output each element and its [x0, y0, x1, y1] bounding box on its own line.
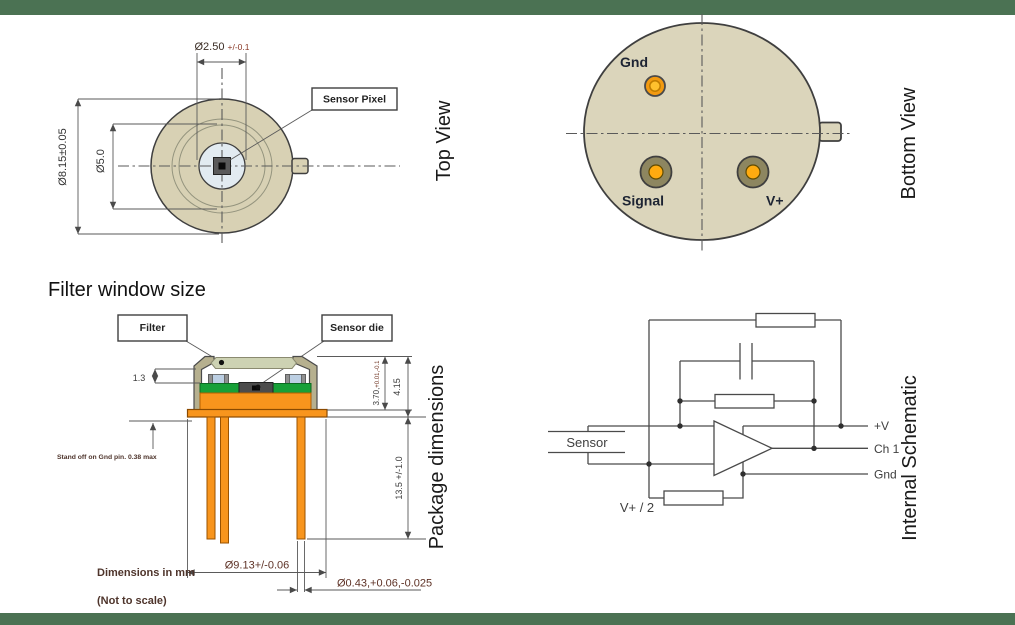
- header-block: [199, 392, 312, 410]
- junction-dot: [646, 461, 652, 467]
- component-cap: [301, 374, 306, 385]
- sensor-pixel-callout-box: [311, 87, 398, 111]
- filter-callout-label: Filter: [140, 322, 166, 334]
- top-green-bar: [0, 0, 1015, 15]
- flange: [186, 408, 328, 418]
- package-dimensions-title: Package dimensions: [426, 365, 448, 550]
- sensor-element-label: Sensor: [566, 435, 608, 450]
- sensor-die-callout-box: [321, 314, 393, 342]
- package-dimensions-drawing: Filter window size Filter Sensor die: [48, 279, 448, 607]
- internal-schematic-title: Internal Schematic: [899, 375, 921, 541]
- dim-inner-label: Ø5.0: [95, 149, 107, 173]
- lead-pin-3: [296, 416, 306, 540]
- component-cap: [285, 374, 290, 385]
- resistor-feedback: [714, 393, 775, 409]
- leader-line: [229, 109, 313, 161]
- vplus-terminal-label: +V: [874, 419, 889, 433]
- lead-pin-1: [206, 416, 216, 540]
- ch1-terminal-label: Ch 1: [874, 442, 900, 456]
- junction-dot: [677, 398, 683, 404]
- lead-pin-2: [220, 416, 229, 544]
- sensor-pixel-callout-label: Sensor Pixel: [323, 94, 386, 106]
- filter-window-size-heading: Filter window size: [48, 279, 206, 301]
- component-cap: [208, 374, 213, 385]
- gnd-pin-label: Gnd: [620, 54, 648, 70]
- dim-13-5-label: 13.5 +/-1.0: [394, 456, 404, 499]
- bottom-view-drawing: Gnd Signal V+ Bottom View: [566, 14, 920, 253]
- dim-flange-label: Ø9.13+/-0.06: [225, 560, 290, 572]
- dim-pin-dia-label: Ø0.43,+0.06,-0.025: [337, 578, 432, 590]
- junction-dot: [740, 471, 746, 477]
- filter-callout-box: [117, 314, 188, 342]
- resistor-top: [755, 312, 816, 328]
- internal-schematic-drawing: Sensor V+ / 2 +V Ch 1 Gnd Internal Schem…: [548, 312, 921, 541]
- sensor-pixel-square: [218, 162, 226, 170]
- opamp-triangle: [713, 419, 774, 477]
- filter-plate: [210, 357, 298, 369]
- units-note: Dimensions in mm: [97, 567, 195, 579]
- dim-4-15-label: 4.15: [392, 378, 402, 396]
- leader-dot: [218, 359, 225, 366]
- dim-1-3-label: 1.3: [133, 373, 146, 383]
- bottom-view-title: Bottom View: [898, 87, 920, 199]
- component-cap: [224, 374, 229, 385]
- dim-outer-label: Ø8.15±0.05: [57, 128, 69, 185]
- signal-pin-label: Signal: [622, 193, 664, 209]
- signal-pin: [648, 164, 664, 180]
- top-view-drawing: Ø2.50 +/-0.1 Ø8.15±0.05 Ø5.0 Sensor Pixe…: [57, 41, 455, 245]
- dim-window-label: Ø2.50 +/-0.1: [194, 41, 249, 53]
- top-view-title: Top View: [433, 100, 455, 181]
- vplus-pin: [745, 164, 761, 180]
- junction-dot: [838, 423, 844, 429]
- junction-dot: [811, 398, 817, 404]
- junction-dot: [677, 423, 683, 429]
- leader-dot: [255, 384, 261, 390]
- gnd-pin-core: [649, 80, 661, 92]
- junction-dot: [811, 445, 817, 451]
- gnd-terminal-label: Gnd: [874, 468, 897, 482]
- bias-label: V+ / 2: [620, 500, 654, 515]
- scale-note: (Not to scale): [97, 595, 167, 607]
- vplus-pin-label: V+: [766, 193, 784, 209]
- resistor-bias: [663, 490, 724, 506]
- standoff-note: Stand off on Gnd pin. 0.38 max: [57, 454, 157, 461]
- dim-3-70-label: 3.70,+0.01,-0.1: [372, 360, 381, 406]
- orientation-tab: [818, 121, 842, 142]
- bottom-green-bar: [0, 613, 1015, 625]
- sensor-die-callout-label: Sensor die: [330, 322, 384, 334]
